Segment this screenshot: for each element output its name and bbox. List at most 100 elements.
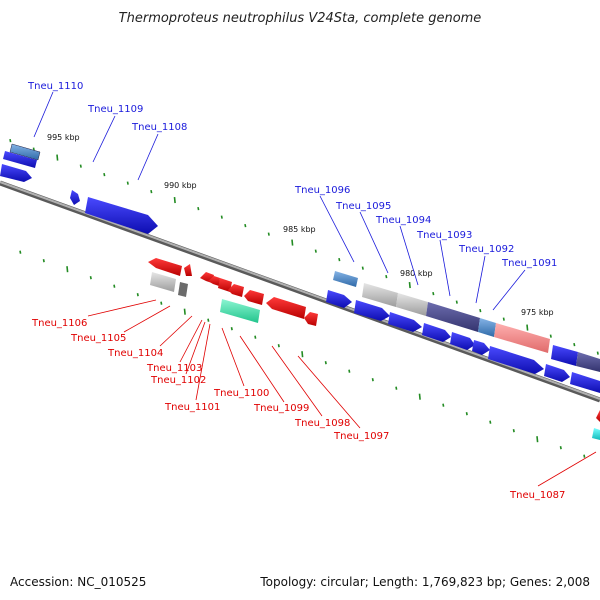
tick-mark (338, 257, 341, 262)
tick-mark (79, 164, 82, 168)
gene-tneu-1094[interactable] (396, 293, 428, 316)
gene-tneu-1100[interactable] (244, 290, 264, 305)
tick-mark (173, 197, 176, 204)
label-tneu-1091[interactable]: Tneu_1091 (501, 258, 557, 269)
gene-block[interactable] (570, 372, 600, 393)
position-label-985: 985 kbp (283, 225, 316, 234)
gene-tneu-1091[interactable] (494, 323, 550, 353)
gene-tneu-1101[interactable] (228, 284, 244, 297)
gene-tneu-1110[interactable] (9, 143, 41, 161)
label-tneu-1092[interactable]: Tneu_1092 (458, 244, 514, 255)
tick-mark (244, 223, 247, 228)
label-tneu-1099[interactable]: Tneu_1099 (253, 403, 309, 414)
tick-mark (348, 369, 351, 373)
label-tneu-1094[interactable]: Tneu_1094 (375, 215, 431, 226)
gene-block[interactable] (3, 151, 37, 168)
gene-tneu-1108[interactable] (85, 197, 158, 234)
gene-tneu-1087[interactable] (592, 428, 600, 440)
tick-mark (536, 436, 539, 443)
gene-tneu-1092[interactable] (478, 318, 496, 337)
tick-mark (42, 259, 45, 263)
tick-mark (395, 386, 398, 390)
tick-mark (385, 274, 388, 279)
gene-tneu-1095[interactable] (362, 283, 398, 307)
tick-mark (455, 300, 458, 304)
gene-tneu-1099[interactable] (220, 299, 260, 323)
tick-mark (479, 308, 482, 313)
tick-mark (197, 206, 200, 211)
tick-marks (9, 138, 599, 458)
gene-block[interactable] (472, 340, 490, 355)
tick-mark (442, 403, 445, 407)
label-tneu-1103[interactable]: Tneu_1103 (146, 363, 202, 374)
tick-mark (183, 308, 186, 315)
gene-tneu-1096[interactable] (333, 271, 358, 287)
tick-mark (324, 361, 327, 365)
label-tneu-1106[interactable]: Tneu_1106 (31, 318, 87, 329)
gene-tneu-1103[interactable] (208, 276, 220, 286)
position-label-980: 980 kbp (400, 269, 433, 278)
tick-mark (277, 344, 280, 348)
tick-mark (9, 138, 12, 143)
gene-tneu-1097[interactable] (304, 312, 318, 326)
tick-mark (526, 324, 529, 331)
label-tneu-1104[interactable]: Tneu_1104 (107, 348, 163, 359)
position-label-990: 990 kbp (164, 181, 197, 190)
tick-mark (559, 446, 562, 450)
label-tneu-1110[interactable]: Tneu_1110 (27, 81, 83, 92)
gene-tneu-1106[interactable] (150, 272, 176, 292)
label-tneu-1100[interactable]: Tneu_1100 (213, 388, 269, 399)
tick-mark (136, 293, 139, 297)
gene-tneu-1102[interactable] (218, 278, 232, 292)
tick-mark (371, 378, 374, 382)
tick-mark (56, 154, 59, 161)
gene-block[interactable] (576, 352, 600, 372)
tick-mark (432, 291, 435, 296)
gene-tneu-1109[interactable] (70, 190, 80, 205)
gene-block[interactable] (596, 410, 600, 422)
label-tneu-1097[interactable]: Tneu_1097 (333, 431, 389, 442)
reverse-genes (148, 258, 600, 440)
label-tneu-1108[interactable]: Tneu_1108 (131, 122, 187, 133)
tick-mark (254, 335, 257, 339)
gene-block[interactable] (0, 164, 32, 182)
tick-mark (19, 250, 22, 254)
tick-mark (230, 327, 233, 331)
reverse-gene-labels: Tneu_1106 Tneu_1105 Tneu_1104 Tneu_1103 … (31, 318, 565, 501)
gene-block[interactable] (148, 258, 182, 276)
gene-block[interactable] (326, 290, 352, 308)
gene-block[interactable] (488, 346, 544, 374)
gene-block[interactable] (450, 332, 475, 350)
gene-block[interactable] (388, 312, 422, 332)
gene-block[interactable] (184, 264, 192, 276)
forward-gene-labels: Tneu_1110 Tneu_1109 Tneu_1108 Tneu_1096 … (27, 81, 557, 269)
label-tneu-1095[interactable]: Tneu_1095 (335, 201, 391, 212)
label-tneu-1105[interactable]: Tneu_1105 (70, 333, 126, 344)
accession-text: Accession: NC_010525 (10, 575, 146, 589)
gene-tneu-1093[interactable] (426, 302, 480, 332)
label-tneu-1096[interactable]: Tneu_1096 (294, 185, 350, 196)
label-tneu-1093[interactable]: Tneu_1093 (416, 230, 472, 241)
position-label-995: 995 kbp (47, 133, 80, 142)
tick-mark (596, 351, 599, 355)
gene-block[interactable] (551, 345, 578, 366)
label-tneu-1102[interactable]: Tneu_1102 (150, 375, 206, 386)
tick-mark (301, 351, 304, 358)
gene-tneu-1098[interactable] (266, 297, 306, 319)
label-tneu-1087[interactable]: Tneu_1087 (509, 490, 565, 501)
tick-mark (583, 454, 586, 458)
reverse-leader-lines (87, 299, 597, 487)
tick-mark (361, 266, 364, 270)
label-tneu-1101[interactable]: Tneu_1101 (164, 402, 220, 413)
position-label-975: 975 kbp (521, 308, 554, 317)
gene-block[interactable] (354, 300, 390, 321)
gene-block[interactable] (544, 364, 570, 382)
gene-block[interactable] (422, 323, 451, 342)
label-tneu-1109[interactable]: Tneu_1109 (87, 104, 143, 115)
gene-tneu-1105[interactable] (178, 282, 188, 297)
label-tneu-1098[interactable]: Tneu_1098 (294, 418, 350, 429)
tick-mark (408, 282, 411, 289)
tick-mark (66, 266, 69, 273)
tick-mark (418, 393, 421, 400)
